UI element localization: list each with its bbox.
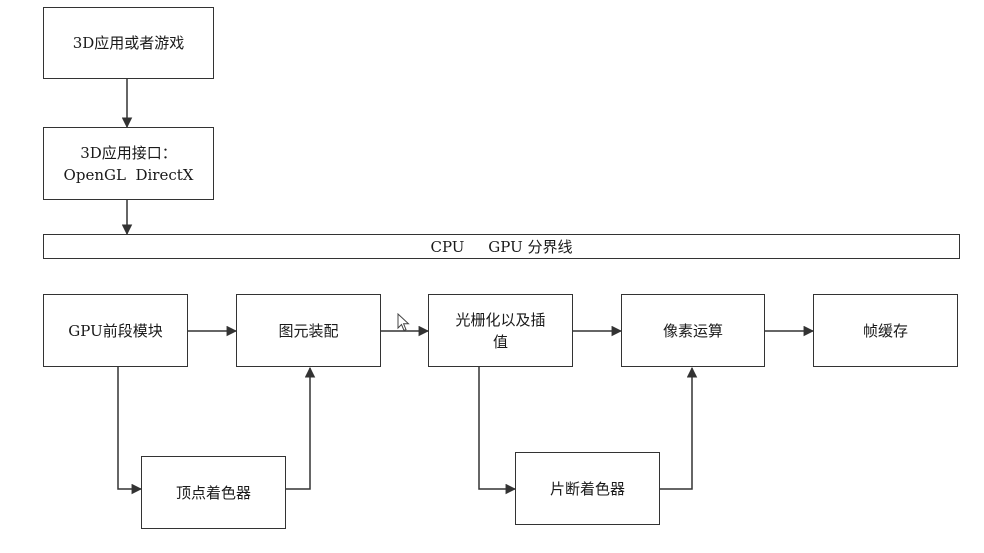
node-pixel-operations: 像素运算	[621, 294, 765, 367]
edge-raster-to-fragmentshader	[478, 367, 517, 495]
node-3d-api-label-line1: 3D应用接口：	[80, 143, 177, 162]
node-primitive-assembly-label: 图元装配	[278, 321, 339, 340]
node-rasterization-label-line1: 光栅化以及插	[455, 310, 546, 329]
node-fragment-shader-label: 片断着色器	[549, 479, 625, 498]
node-rasterization: 光栅化以及插 值	[428, 294, 573, 367]
node-framebuffer-label: 帧缓存	[862, 321, 908, 340]
node-vertex-shader-label: 顶点着色器	[175, 483, 251, 502]
edge-frontend-to-vertexshader	[117, 367, 143, 495]
node-vertex-shader: 顶点着色器	[141, 456, 286, 529]
node-3d-app: 3D应用或者游戏	[43, 7, 214, 79]
cpu-gpu-boundary-bar: CPU GPU 分界线	[43, 234, 960, 259]
node-pixel-operations-label: 像素运算	[662, 321, 723, 340]
node-framebuffer: 帧缓存	[813, 294, 958, 367]
node-primitive-assembly: 图元装配	[236, 294, 381, 367]
node-gpu-frontend-label: GPU前段模块	[68, 321, 163, 340]
mouse-pointer-icon	[397, 313, 410, 332]
node-3d-api-label-line2: OpenGL DirectX	[63, 165, 194, 184]
edge-fragmentshader-to-pixelops	[660, 366, 698, 490]
node-gpu-frontend: GPU前段模块	[43, 294, 188, 367]
node-rasterization-label-line2: 值	[492, 332, 508, 351]
node-3d-api: 3D应用接口： OpenGL DirectX	[43, 127, 214, 200]
edge-vertexshader-to-primitive	[286, 366, 316, 490]
node-3d-app-label: 3D应用或者游戏	[72, 34, 185, 52]
boundary-label: CPU GPU 分界线	[430, 237, 573, 256]
node-fragment-shader: 片断着色器	[515, 452, 660, 525]
